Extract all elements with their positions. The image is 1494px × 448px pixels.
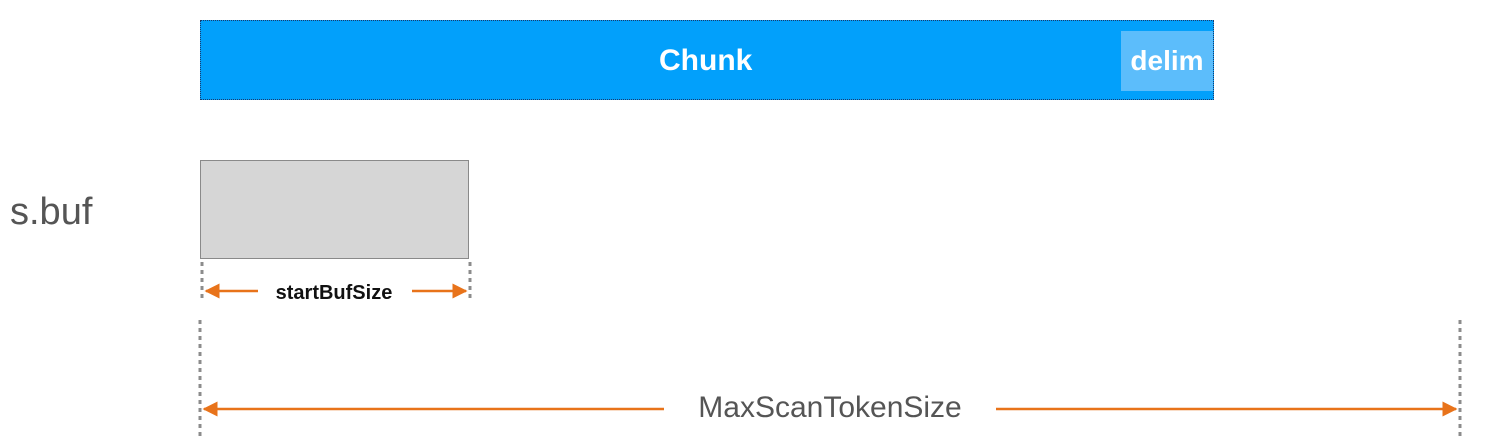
- delim-label: delim: [1130, 45, 1204, 76]
- buffer-box: [200, 160, 469, 259]
- start-buf-size-label: startBufSize: [258, 281, 410, 305]
- chunk-label: Chunk: [659, 44, 753, 77]
- max-scan-token-size-label: MaxScanTokenSize: [668, 390, 992, 426]
- chunk-bar: Chunk delim: [200, 20, 1214, 100]
- delim-box: delim: [1121, 31, 1213, 91]
- buffer-label: s.buf: [10, 191, 93, 233]
